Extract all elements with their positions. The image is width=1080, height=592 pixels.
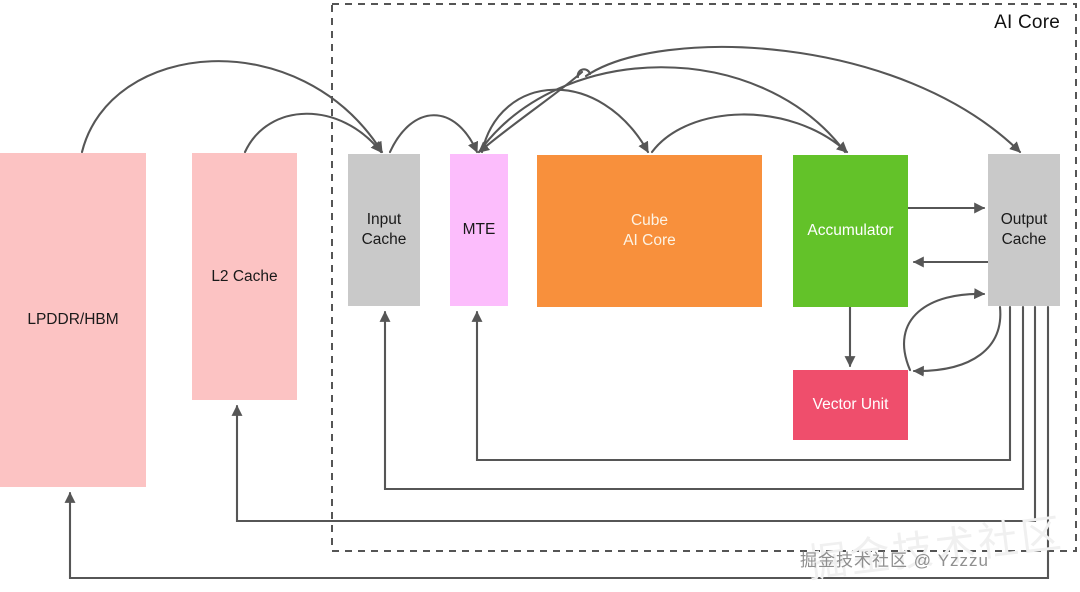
edge-cube-to-accumulator — [650, 113, 849, 154]
node-accumulator[interactable]: Accumulator — [793, 155, 908, 307]
edge-output-cache-to-mte-return — [471, 305, 1012, 462]
node-input-cache[interactable]: Input Cache — [348, 154, 420, 306]
edge-output-cache-to-vector-unit — [912, 305, 1002, 377]
node-output-cache[interactable]: Output Cache — [988, 154, 1060, 306]
edge-l2-to-input-cache — [243, 112, 383, 154]
node-vector-unit[interactable]: Vector Unit — [793, 370, 908, 440]
edge-mte-to-cube — [480, 88, 650, 154]
edge-accumulator-to-mte-tail — [477, 70, 584, 154]
wire-crossing-hop — [576, 68, 592, 79]
edge-cube-to-output-cache — [584, 46, 1022, 154]
node-lpddr-hbm[interactable]: LPDDR/HBM — [0, 153, 146, 487]
edge-output-cache-to-input-cache-return — [379, 305, 1025, 491]
node-cube-ai-core[interactable]: Cube AI Core — [537, 155, 762, 307]
edge-output-cache-to-l2-return — [231, 305, 1037, 523]
edge-accumulator-to-mte — [477, 66, 847, 154]
edge-input-cache-to-mte — [388, 114, 479, 154]
node-l2-cache[interactable]: L2 Cache — [192, 153, 297, 400]
node-mte[interactable]: MTE — [450, 154, 508, 306]
watermark-ghost: 掘金技术社区 — [804, 511, 1067, 587]
edge-lpddr-to-input-cache — [80, 60, 384, 154]
ai-core-boundary-label: AI Core — [994, 12, 1060, 33]
watermark: 掘金技术社区 @ Yzzzu — [800, 551, 989, 570]
edge-vector-unit-to-output-cache — [903, 288, 986, 372]
